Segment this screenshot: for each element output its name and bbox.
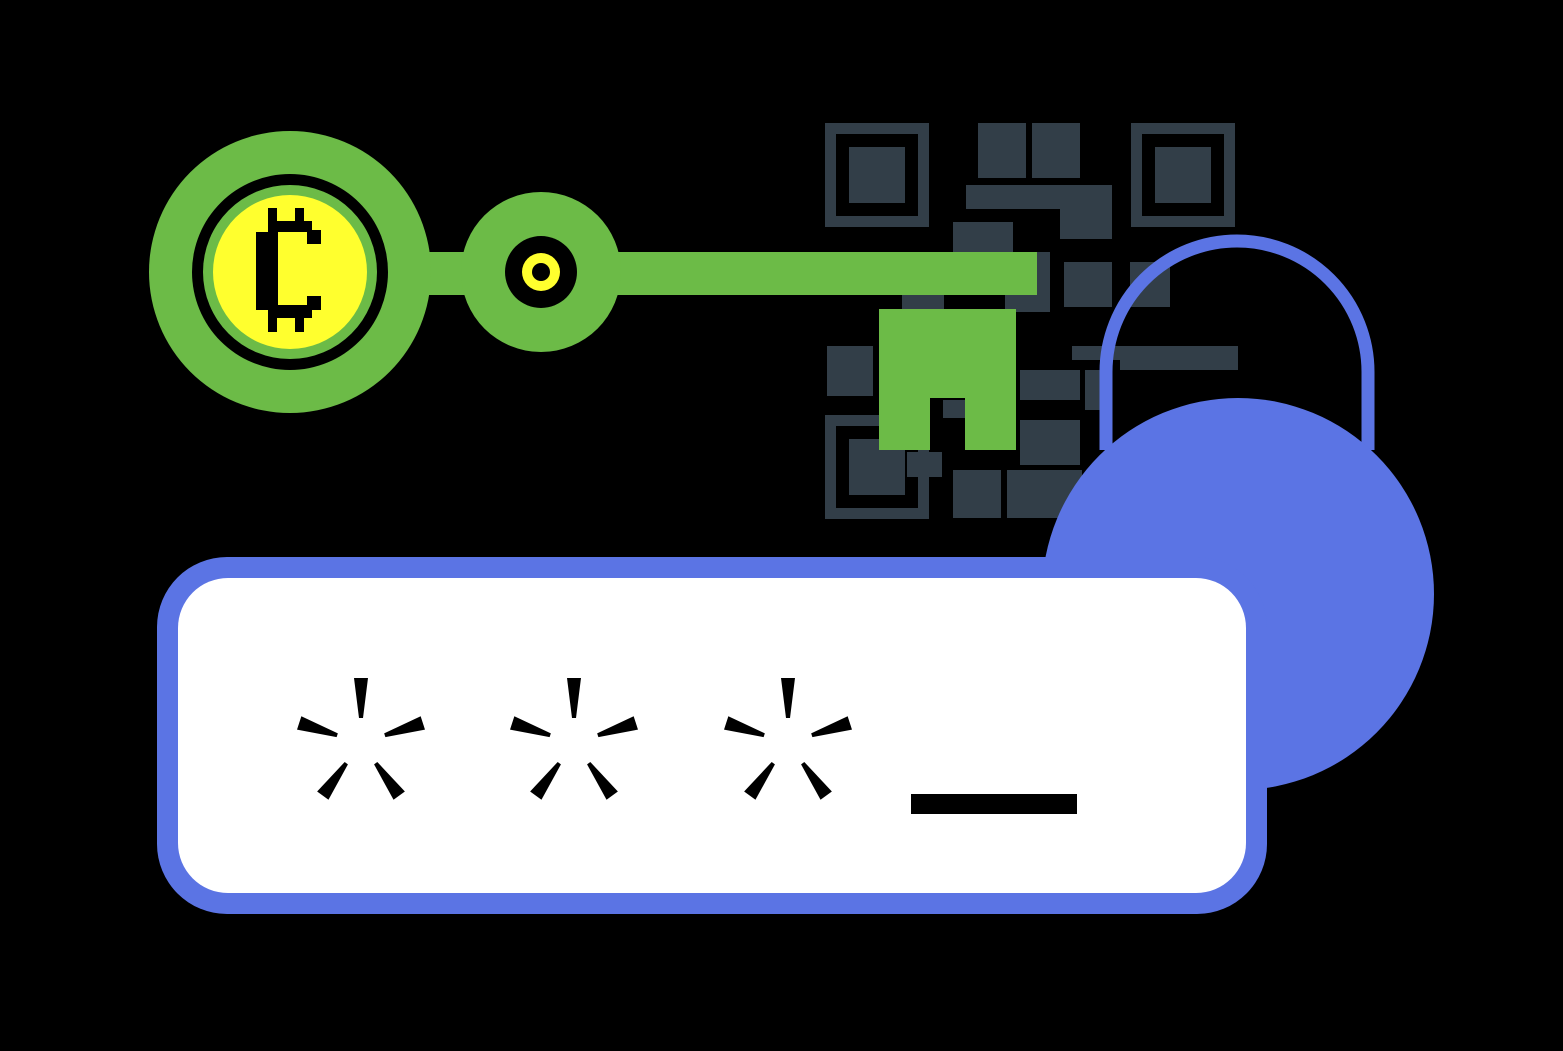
password-masked-value: ***_ (178, 578, 179, 579)
password-field[interactable]: ***_ (157, 557, 1267, 914)
key-icon (461, 192, 621, 352)
password-input[interactable]: ***_ (178, 578, 1246, 893)
mask-asterisk (724, 678, 852, 800)
mask-asterisk (510, 678, 638, 800)
text-cursor (911, 794, 1077, 814)
key-bit (879, 309, 1016, 450)
bitcoin-icon (149, 131, 431, 413)
mask-asterisk (297, 678, 425, 800)
